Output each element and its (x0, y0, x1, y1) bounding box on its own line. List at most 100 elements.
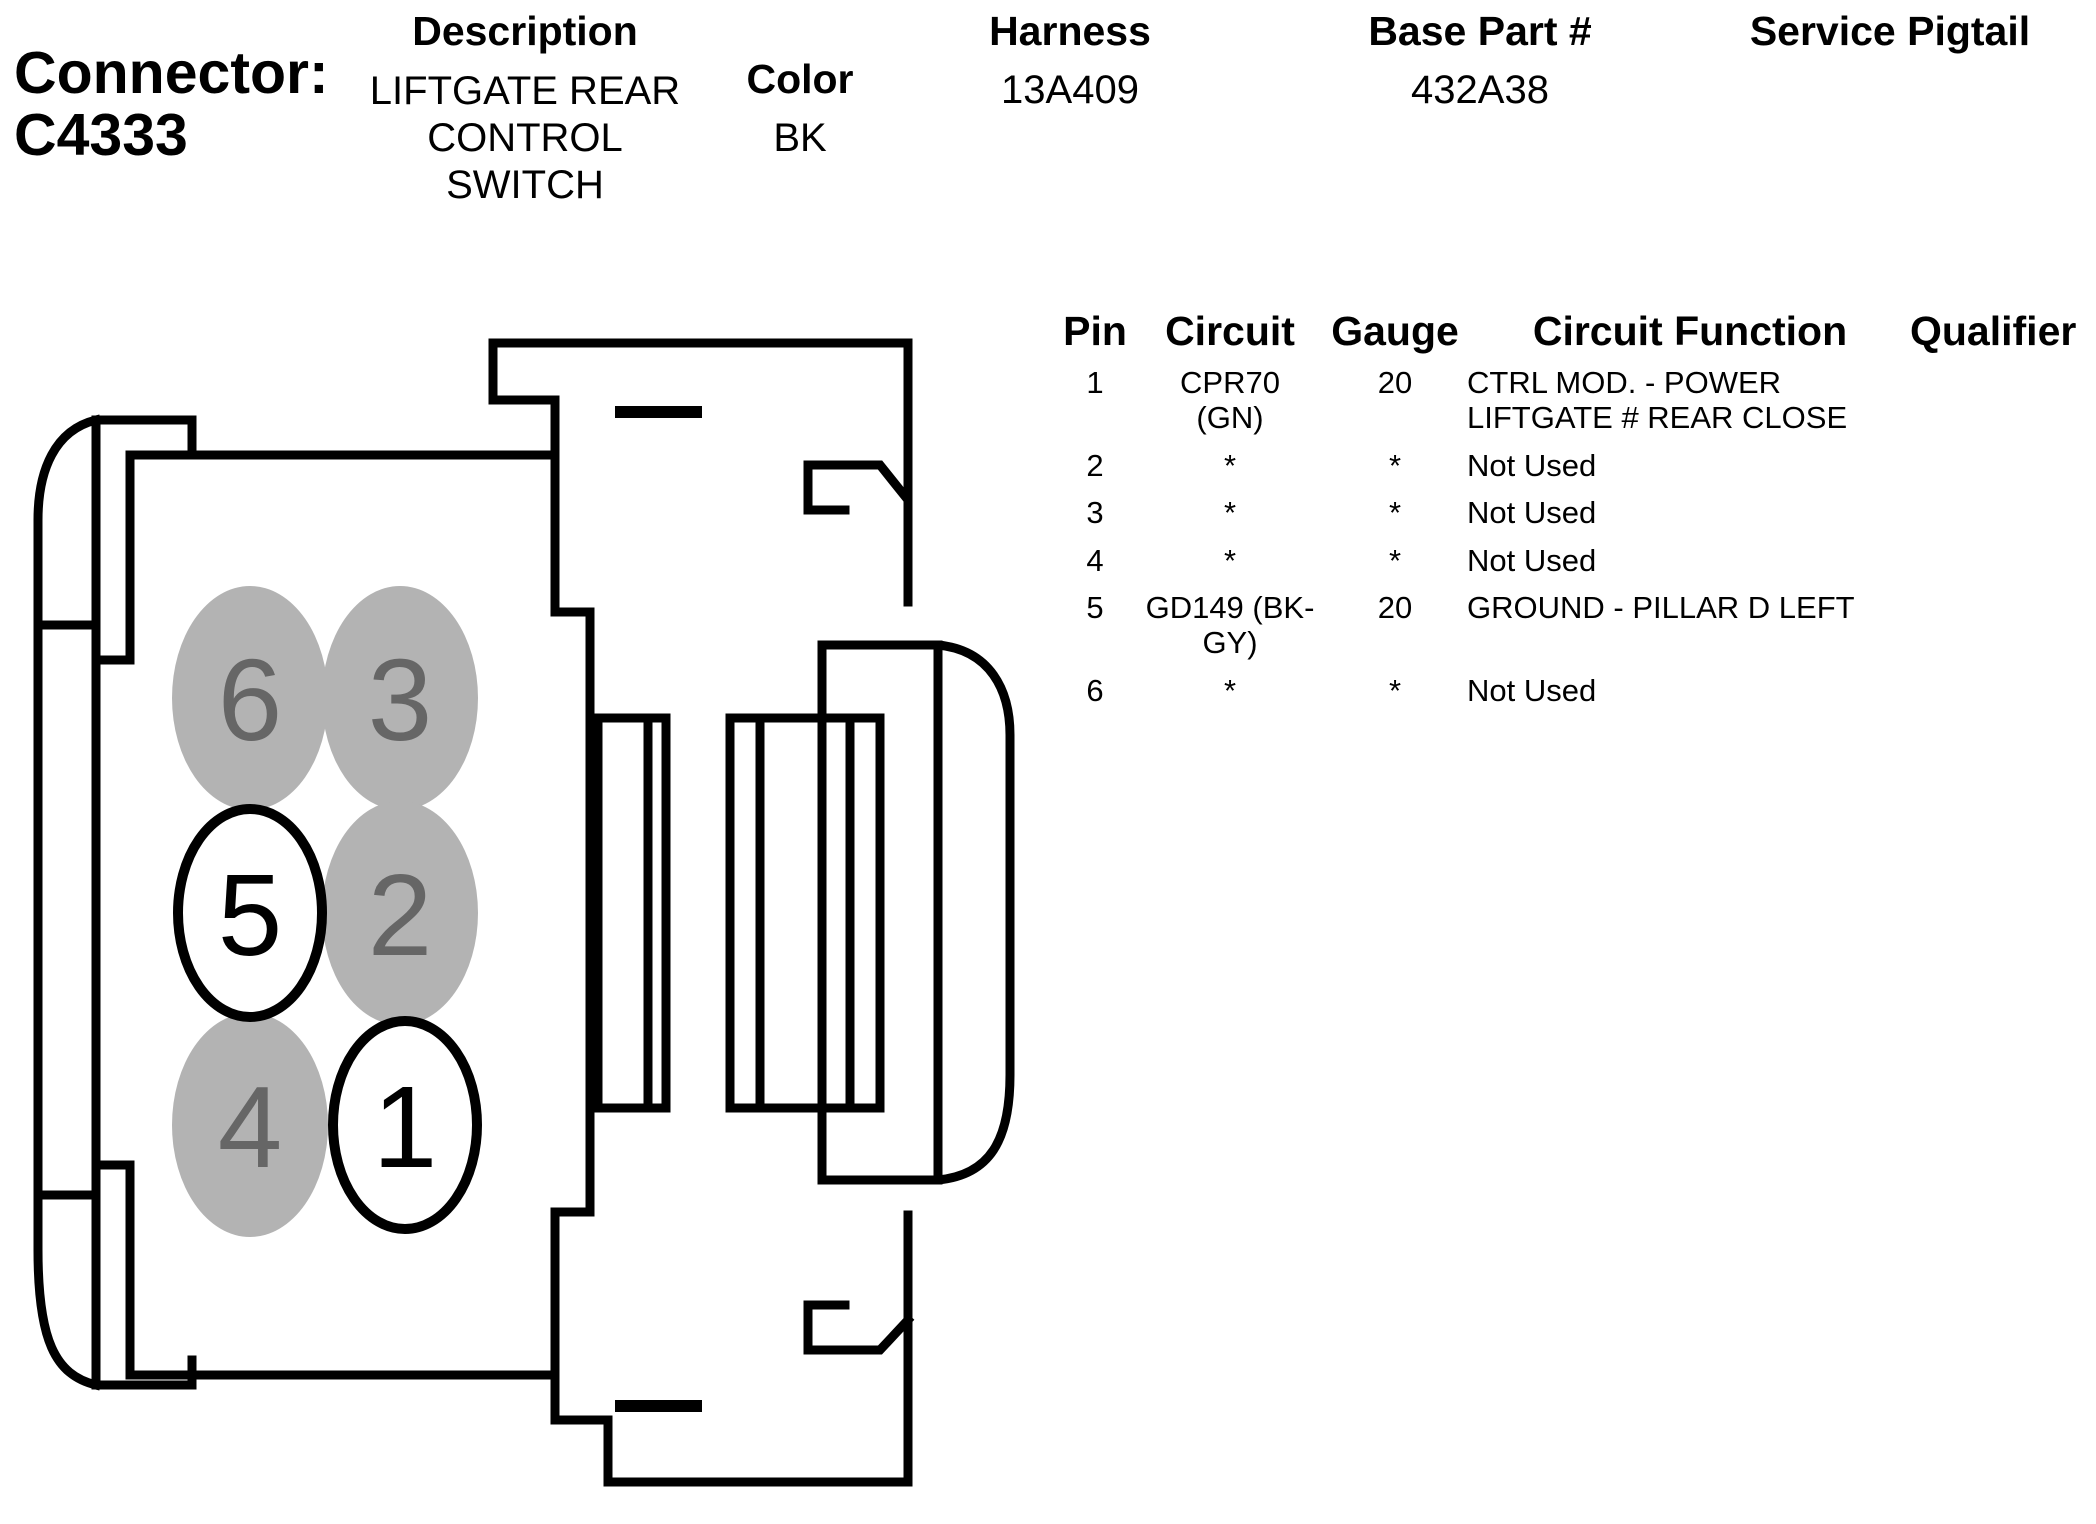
pin-3: 3 (322, 586, 478, 810)
circuit-cell-line: * (1223, 495, 1237, 530)
bottom-tab (550, 1210, 913, 1487)
gauge-cell-line: 20 (1377, 365, 1413, 400)
circuit-cell-line: * (1223, 448, 1237, 483)
pin-cell: 5 (1055, 590, 1135, 625)
left-latch-notch-bottom (33, 1155, 101, 1200)
gauge-cell: * (1325, 543, 1465, 578)
pin-4: 4 (172, 1013, 328, 1237)
circuit-function-cell-line: Not Used (1467, 673, 1597, 708)
table-header-circuit-function: Circuit Function (1532, 308, 1848, 354)
gauge-cell: 20 (1325, 590, 1465, 625)
circuit-function-cell: Not Used (1467, 448, 1897, 483)
description-value: LIFTGATE REAR CONTROL SWITCH (325, 68, 725, 209)
harness-header: Harness (989, 8, 1151, 54)
pin-cell: 2 (1055, 448, 1135, 483)
pin-cavity-unused (322, 801, 478, 1025)
gauge-cell-line: * (1388, 495, 1402, 530)
pin-cell-line: 6 (1086, 673, 1104, 708)
gauge-cell: 20 (1325, 365, 1465, 400)
color-value: BK (773, 116, 827, 160)
description-line: CONTROL (427, 116, 623, 160)
gauge-cell: * (1325, 448, 1465, 483)
circuit-function-cell-line: Not Used (1467, 543, 1597, 578)
table-header-qualifier: Qualifier (1910, 308, 2077, 354)
gauge-cell: * (1325, 495, 1465, 530)
gauge-cell-line: * (1388, 673, 1402, 708)
pin-cell: 6 (1055, 673, 1135, 708)
base-part-value: 432A38 (1411, 68, 1549, 112)
harness-value: 13A409 (1001, 68, 1139, 112)
bottom-tab-step (803, 1300, 850, 1355)
pin-cell-line: 4 (1086, 543, 1104, 578)
circuit-cell: CPR70(GN) (1130, 365, 1330, 435)
gauge-cell-line: 20 (1377, 590, 1413, 625)
right-lock (817, 640, 1015, 1185)
rail-left (593, 713, 671, 1113)
pin-number-label: 4 (218, 1062, 283, 1192)
bottom-tab-slot (803, 1313, 915, 1355)
description-header: Description (412, 8, 638, 54)
circuit-cell: * (1130, 495, 1330, 530)
rail-right (725, 713, 885, 1113)
connector-id: C4333 (14, 102, 188, 168)
pin-number-label: 2 (368, 850, 433, 980)
pin-cavity-unused (322, 586, 478, 810)
table-header-pin: Pin (1063, 308, 1127, 354)
pin-1: 1 (328, 1016, 482, 1234)
circuit-cell-line: GY) (1202, 625, 1258, 660)
circuit-cell-line: CPR70 (1180, 365, 1280, 400)
top-tab-step (803, 460, 850, 515)
pin-2: 2 (322, 801, 478, 1025)
circuit-function-cell-line: LIFTGATE # REAR CLOSE (1467, 400, 1848, 435)
pin-cell: 4 (1055, 543, 1135, 578)
circuit-cell-line: * (1223, 543, 1237, 578)
circuit-function-cell: GROUND - PILLAR D LEFT (1467, 590, 1897, 625)
circuit-cell: * (1130, 673, 1330, 708)
pin-5: 5 (173, 804, 327, 1022)
pin-cell: 1 (1055, 365, 1135, 400)
circuit-cell-line: GD149 (BK- (1145, 590, 1315, 625)
circuit-cell-line: * (1223, 673, 1237, 708)
left-latch-cap-bottom (91, 1355, 197, 1390)
circuit-function-cell-line: GROUND - PILLAR D LEFT (1467, 590, 1855, 625)
left-latch (33, 414, 102, 1391)
pin-cell: 3 (1055, 495, 1135, 530)
pin-cell-line: 1 (1086, 365, 1104, 400)
pin-number-label: 6 (218, 635, 283, 765)
circuit-cell: * (1130, 448, 1330, 483)
pin-6: 6 (172, 586, 328, 810)
gauge-cell: * (1325, 673, 1465, 708)
color-header: Color (746, 56, 854, 102)
description-line: LIFTGATE REAR (369, 69, 681, 113)
gauge-cell-line: * (1388, 448, 1402, 483)
pin-cavity-used (328, 1016, 482, 1234)
circuit-function-cell-line: CTRL MOD. - POWER (1467, 365, 1782, 400)
pin-number-label: 1 (373, 1062, 438, 1192)
left-latch-cap-top (91, 415, 197, 453)
circuit-cell-line: (GN) (1196, 400, 1264, 435)
pin-cavity-used (173, 804, 327, 1022)
left-latch-notch-top (33, 620, 101, 665)
pin-cavity-unused (172, 586, 328, 810)
description-line: SWITCH (446, 163, 604, 207)
pin-number-label: 5 (218, 850, 283, 980)
circuit-function-cell: Not Used (1467, 543, 1897, 578)
circuit-cell: * (1130, 543, 1330, 578)
pin-cell-line: 2 (1086, 448, 1104, 483)
top-tab-slot (803, 460, 913, 607)
table-header-gauge: Gauge (1331, 308, 1459, 354)
table-header-circuit: Circuit (1165, 308, 1295, 354)
pin-number-label: 3 (368, 635, 433, 765)
pin-cavity-unused (172, 1013, 328, 1237)
circuit-function-cell: Not Used (1467, 673, 1897, 708)
top-tab (488, 338, 913, 607)
circuit-function-cell-line: Not Used (1467, 495, 1597, 530)
base-part-header: Base Part # (1368, 8, 1592, 54)
pin-cell-line: 3 (1086, 495, 1104, 530)
pin-cell-line: 5 (1086, 590, 1104, 625)
gauge-cell-line: * (1388, 543, 1402, 578)
service-pigtail-header: Service Pigtail (1749, 8, 2031, 54)
connector-label: Connector: (14, 40, 329, 106)
